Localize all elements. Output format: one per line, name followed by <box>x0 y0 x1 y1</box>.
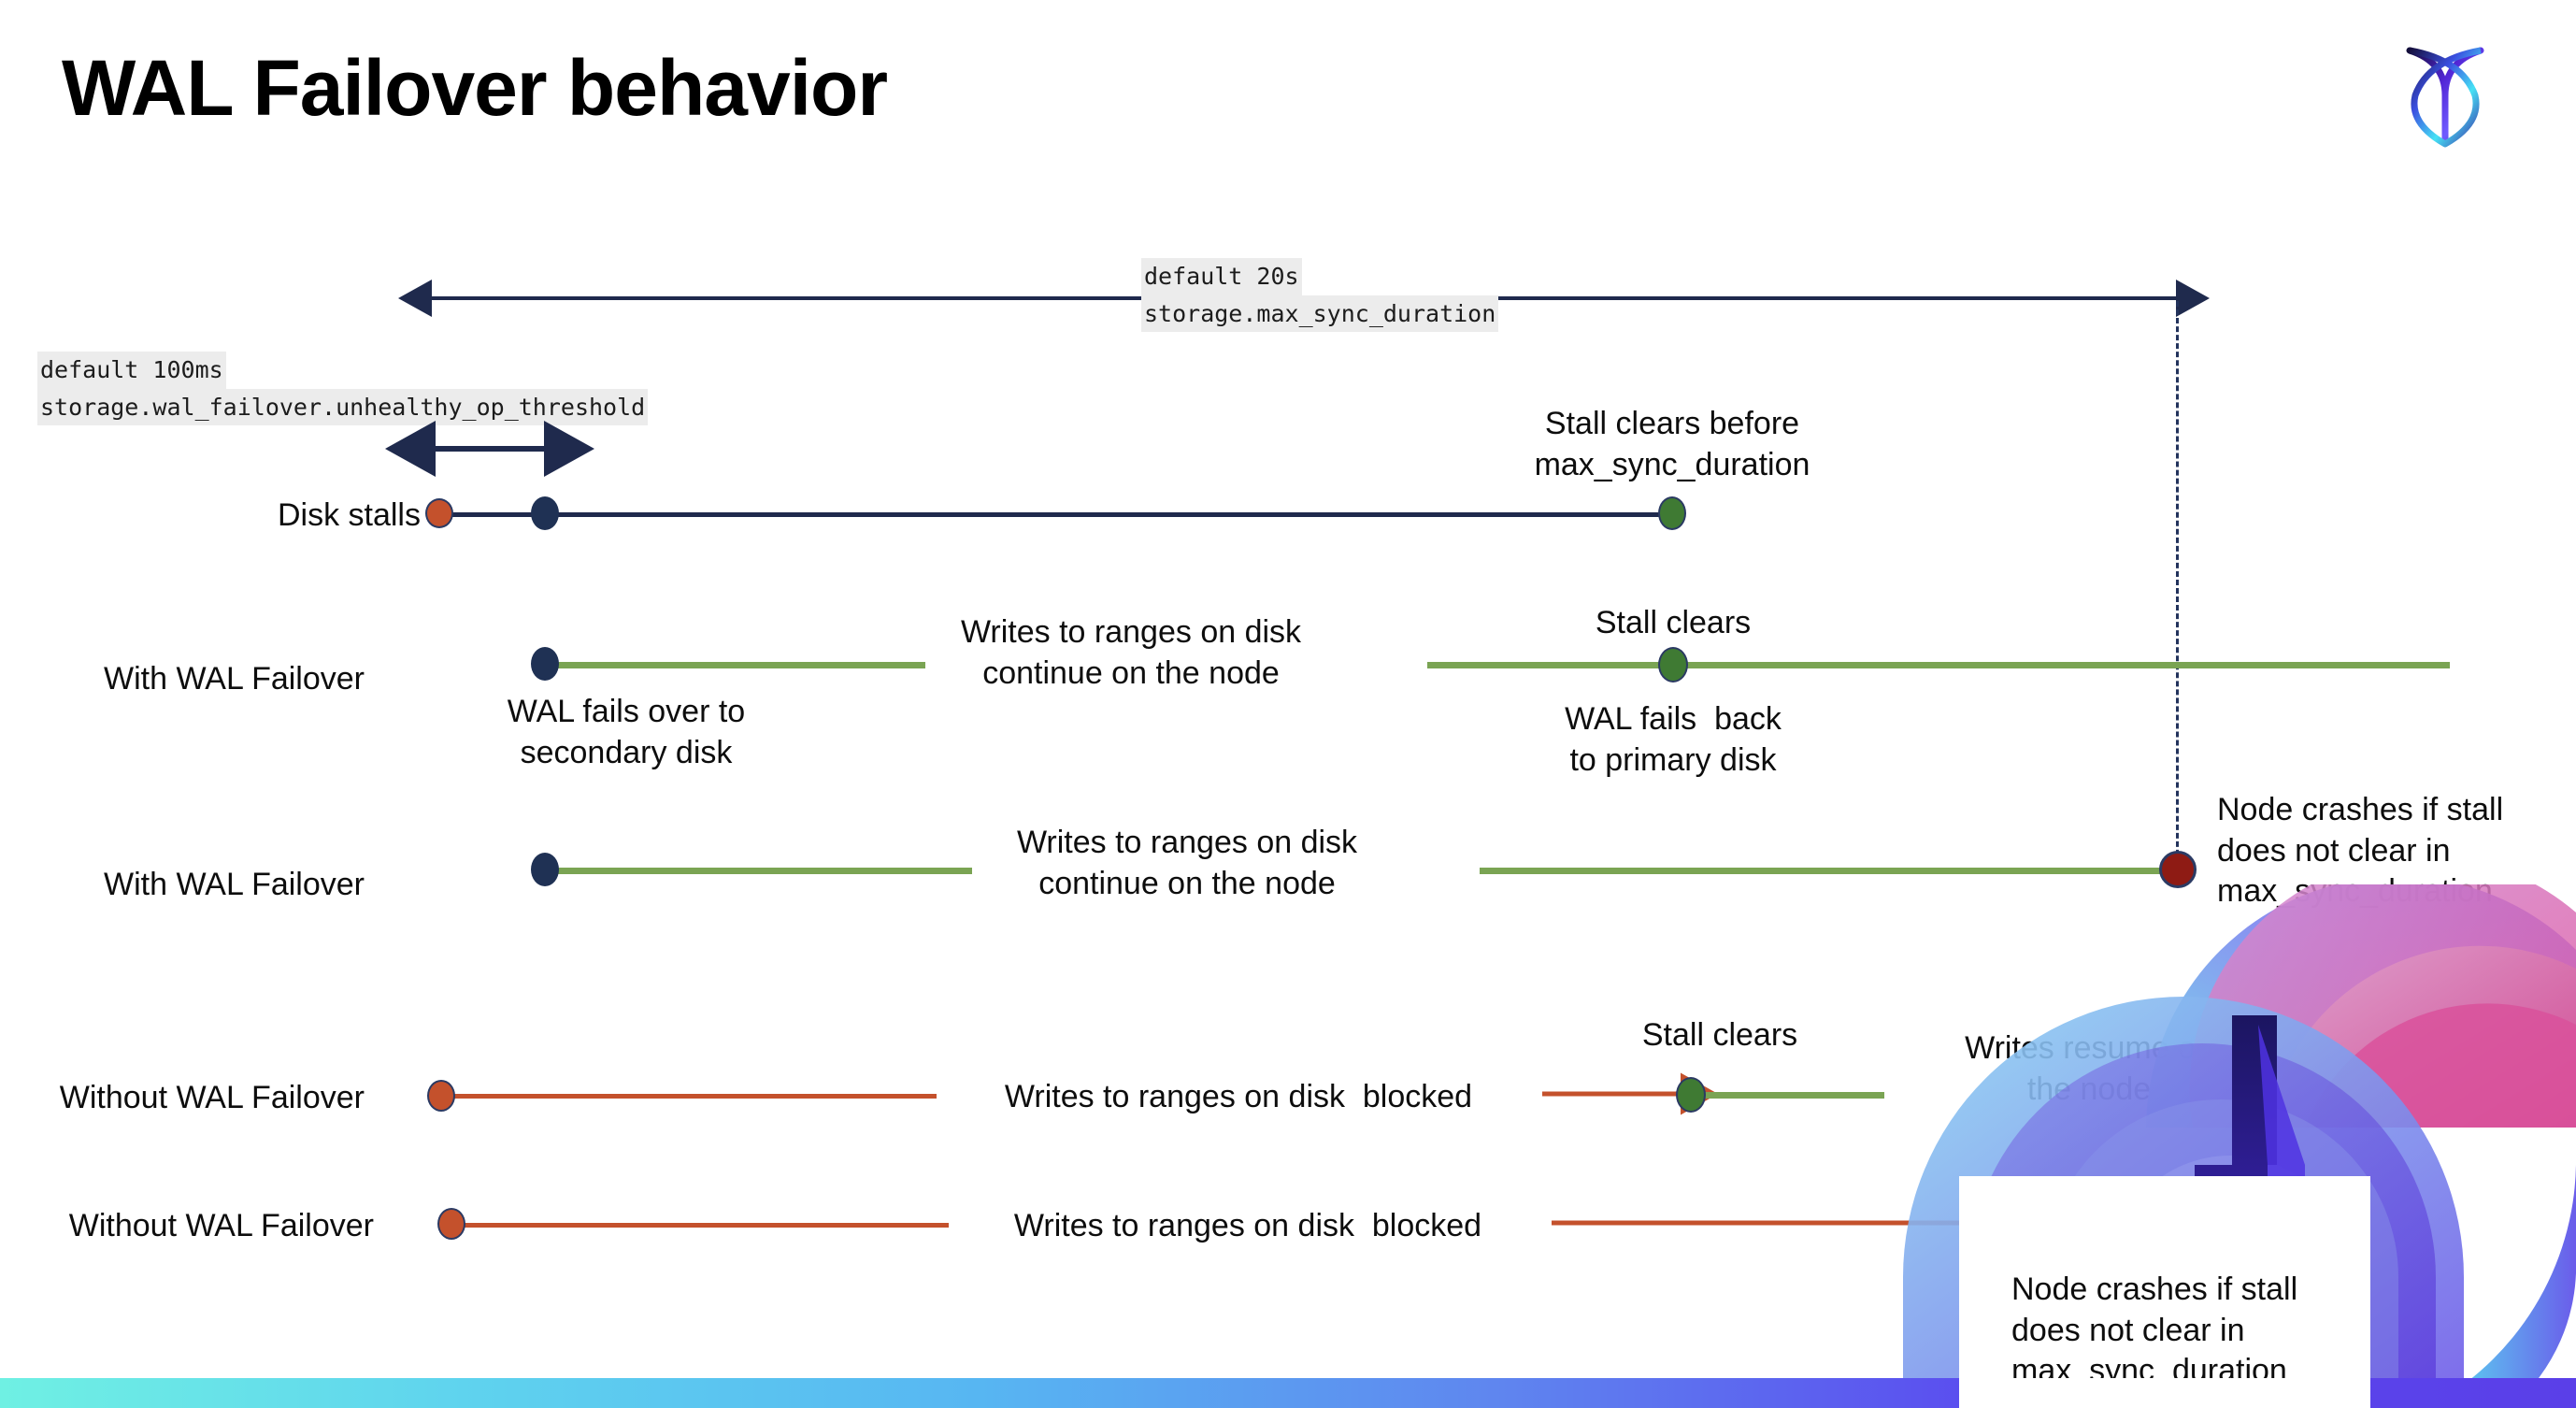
row-label-with-failover-1: With WAL Failover <box>104 661 365 697</box>
with-failover-2-line-left <box>542 868 972 874</box>
without-failover-1-clear-dot <box>1676 1077 1706 1113</box>
disk-stalls-clear-dot <box>1658 496 1686 530</box>
with-failover-2-crash-note: Node crashes if stall does not clear in … <box>2217 792 2504 910</box>
with-failover-1-line-left <box>542 662 925 668</box>
with-failover-2-start-dot <box>531 853 559 886</box>
with-failover-1-clear-dot <box>1658 647 1688 682</box>
disk-stalls-timeline <box>439 512 1673 517</box>
with-failover-1-end-note: WAL fails back to primary disk <box>1565 701 1782 778</box>
without-failover-1-start-dot <box>427 1080 455 1112</box>
row-label-without-failover-2: Without WAL Failover <box>68 1208 374 1243</box>
unhealthy-op-threshold-name: storage.wal_failover.unhealthy_op_thresh… <box>37 388 649 425</box>
row-label-disk-stalls: Disk stalls <box>277 497 421 533</box>
disk-stalls-start-dot <box>425 498 453 528</box>
with-failover-2-line-right <box>1480 868 2182 874</box>
row-label-with-failover-2: With WAL Failover <box>104 867 365 902</box>
without-failover-2-start-dot <box>437 1208 465 1240</box>
disk-stalls-clear-note: Stall clears before max_sync_duration <box>1534 406 1810 482</box>
max-sync-duration-default: default 20s <box>1141 258 1302 295</box>
without-failover-1-line-right <box>1701 1092 1884 1099</box>
disk-stalls-failover-dot <box>531 496 559 530</box>
unhealthy-op-threshold-code-label: default 100ms storage.wal_failover.unhea… <box>37 352 649 425</box>
without-failover-2-line-left <box>458 1223 949 1228</box>
row-label-without-failover-1: Without WAL Failover <box>59 1080 365 1115</box>
without-failover-1-clear-note: Stall clears <box>1641 1017 1798 1053</box>
max-sync-duration-name: storage.max_sync_duration <box>1141 295 1499 332</box>
unhealthy-op-threshold-arrow <box>385 421 594 477</box>
with-failover-1-start-dot <box>531 647 559 681</box>
without-failover-2-crash-note: Node crashes if stall does not clear in … <box>2011 1272 2298 1389</box>
without-failover-1-line-left <box>449 1094 937 1099</box>
max-sync-duration-dashed-guide <box>2176 301 2179 881</box>
page-title: WAL Failover behavior <box>62 44 888 132</box>
without-failover-1-arrow <box>1542 1072 1718 1115</box>
without-failover-1-resume-note: Writes resume on the node <box>1965 1030 2213 1107</box>
with-failover-1-mid-note: Writes to ranges on disk continue on the… <box>960 614 1302 691</box>
with-failover-2-crash-dot <box>2159 851 2197 888</box>
with-failover-2-mid-note: Writes to ranges on disk continue on the… <box>1016 825 1358 901</box>
with-failover-1-line-right <box>1427 662 2450 668</box>
without-failover-1-line-far-right <box>2285 1092 2452 1099</box>
without-failover-1-mid-note: Writes to ranges on disk blocked <box>1004 1079 1473 1114</box>
unhealthy-op-threshold-default: default 100ms <box>37 352 226 389</box>
cockroachdb-logo-icon <box>2406 47 2484 148</box>
with-failover-1-clear-note: Stall clears <box>1595 605 1752 640</box>
crash-note-backdrop <box>1959 1176 2370 1408</box>
max-sync-duration-code-label: default 20s storage.max_sync_duration <box>1141 258 1499 332</box>
without-failover-2-mid-note: Writes to ranges on disk blocked <box>1013 1208 1482 1243</box>
bottom-bar-mask <box>1959 1378 2370 1408</box>
with-failover-1-start-note: WAL fails over to secondary disk <box>507 694 746 770</box>
